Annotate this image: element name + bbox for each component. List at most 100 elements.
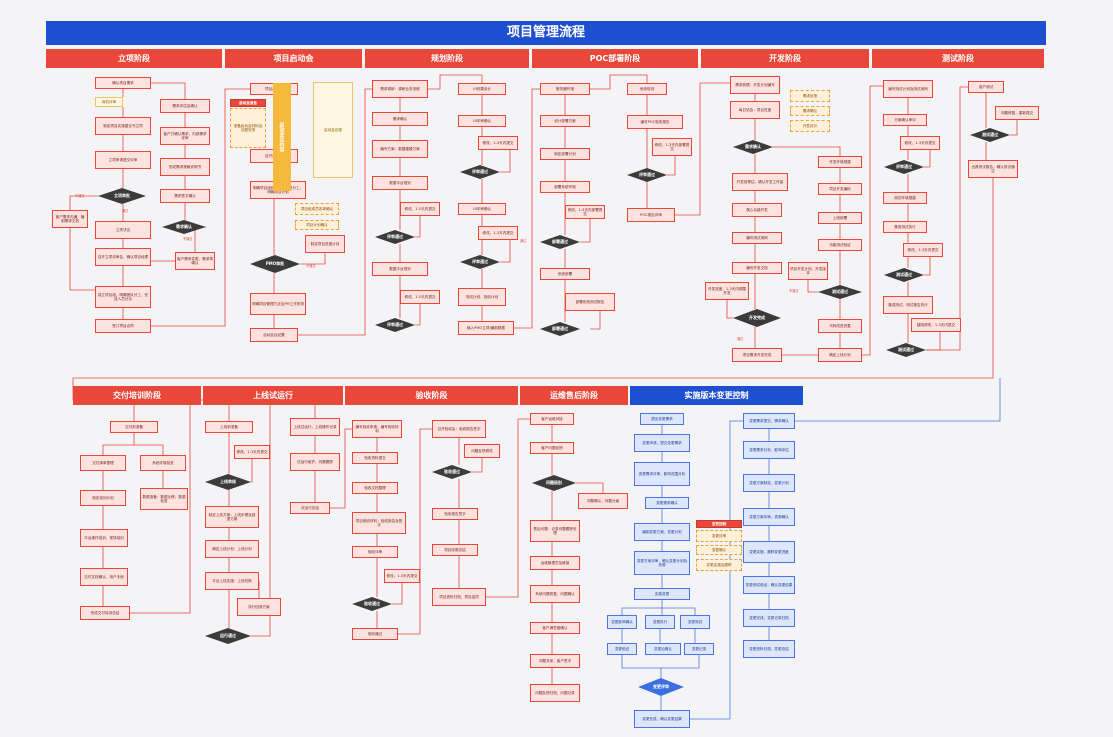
edge-label-5: 通过 xyxy=(520,239,527,243)
node-95: 试运行维护，问题跟踪 xyxy=(290,453,340,471)
edge-label-7: 通过 xyxy=(737,337,744,341)
node-2: 商机评审 xyxy=(95,97,123,107)
phase-header-7: 交付培训阶段 xyxy=(73,386,201,405)
node-92: 平台上线实施：上线切换 xyxy=(205,572,259,590)
node-24: 准备启动会材料及议程安排 xyxy=(230,108,266,148)
node-75: 集成测试，测试报告执行 xyxy=(883,296,933,314)
node-96: 试运行总结 xyxy=(290,502,330,514)
node-64: 上线部署 xyxy=(818,212,862,224)
node-79: 出具测试报告，确认测试通过 xyxy=(968,160,1018,178)
node-136: 变更需求提交，需求确认 xyxy=(743,413,795,429)
diamond-3: PMO审批 xyxy=(250,255,300,273)
node-127: 变更测试 xyxy=(680,615,710,629)
node-143: 变更资料归档，变更总结 xyxy=(743,640,795,658)
phase-header-6: 测试阶段 xyxy=(872,49,1044,68)
edge-label-6: 不通过 xyxy=(789,289,799,293)
node-27: 需求确认 xyxy=(372,112,428,126)
diamond-10: 评审通过 xyxy=(627,168,667,182)
node-68: 确定上线计划 xyxy=(818,348,862,362)
node-11: 客户方确认需求，内部需求评审 xyxy=(160,127,210,145)
node-86: 系统环境检查 xyxy=(140,455,186,471)
node-123: 变更方案评审，确认变更计划及资源 xyxy=(634,551,690,575)
node-105: 问题反馈修改 xyxy=(464,444,500,458)
node-74: 修改，1-3天内提交 xyxy=(903,243,943,257)
node-120: 变更需求评审，影响范围分析 xyxy=(634,462,690,486)
node-65: 功能测试验证 xyxy=(818,239,862,251)
phase-header-1: 立项阶段 xyxy=(46,49,222,68)
node-87: 数据准备：数据迁移，数据检查 xyxy=(140,488,188,510)
node-38: 测试计划、验收计划 xyxy=(458,288,506,306)
node-107: 项目收尾总结 xyxy=(432,544,478,556)
node-41: 设计部署方案 xyxy=(540,115,590,127)
node-141: 变更测试验证，确认变更结果 xyxy=(743,576,795,594)
node-46: 部署系统测试报告 xyxy=(565,293,615,311)
node-93: 执行回滚方案 xyxy=(237,598,281,616)
node-134: 变更确认 xyxy=(696,545,742,555)
node-108: 项目资料归档，项目结项 xyxy=(432,588,486,606)
node-62: 开发环境搭建 xyxy=(818,156,862,168)
node-111: 问题确认，问题分级 xyxy=(578,493,628,509)
node-126: 变更执行 xyxy=(645,615,675,629)
node-114: 系统问题修复，问题确认 xyxy=(530,585,580,603)
node-115: 客户满意度确认 xyxy=(530,622,580,634)
node-89: 修改，1-3天内提交 xyxy=(234,445,270,459)
node-60: 开发进度，1-3天内调整开发 xyxy=(705,282,749,300)
node-116: 问题关闭，客户签字 xyxy=(530,654,580,668)
node-133: 变更评审 xyxy=(696,530,742,542)
node-5: 立项决议 xyxy=(95,221,151,239)
node-125: 变更影响确认 xyxy=(607,615,637,629)
node-56: 开发前预估，确认开发工作量 xyxy=(732,173,788,191)
node-59: 编写开发文档 xyxy=(732,262,782,274)
node-121: 变更需求确认 xyxy=(645,497,689,509)
node-4: 立项申请提交评审 xyxy=(95,151,151,169)
node-100: 项目验收材料：验收报告及签字 xyxy=(352,512,406,534)
diamond-11: 需求确认 xyxy=(733,140,773,154)
node-43: 部署系统环境 xyxy=(540,181,590,193)
node-71: 修改，1-3天内提交 xyxy=(900,136,940,150)
edge-label-3: 不通过 xyxy=(183,237,193,241)
node-85: 完成交付培训总结 xyxy=(80,606,130,620)
node-58: 编写测试用例 xyxy=(732,232,782,244)
node-129: 变更后确认 xyxy=(645,643,681,655)
node-14: 客户需求变更，需求再确认 xyxy=(175,252,215,270)
edge-label-1: 不通过 xyxy=(75,194,85,198)
node-90: 制定上线方案：上线步骤及回退方案 xyxy=(205,506,259,528)
node-10: 需求评估及确认 xyxy=(160,99,210,113)
node-131: 变更完成，确认变更结果 xyxy=(634,710,690,728)
phase-header-4: POC部署阶段 xyxy=(532,49,698,68)
node-20: 制定项目进度计划 xyxy=(305,235,345,253)
node-119: 变更申请，提交变更需求 xyxy=(634,434,690,452)
node-109: 客户运维对接 xyxy=(530,413,574,425)
node-140: 变更实施，跟踪变更进度 xyxy=(743,541,795,563)
diamond-6: 评审通过 xyxy=(460,165,500,179)
node-33: UI效果设计 xyxy=(458,83,506,95)
node-91: 确定上线计划：上线计划 xyxy=(205,540,259,558)
diamond-8: 部署通过 xyxy=(540,235,580,249)
diamond-21: 验收通过 xyxy=(432,465,472,479)
node-99: 验收文档整理 xyxy=(352,482,398,494)
node-101: 验收评审 xyxy=(352,546,398,558)
diamond-18: 上线审核 xyxy=(205,474,251,490)
node-34: UI评审确认 xyxy=(458,115,506,127)
node-139: 变更方案评审，资源确认 xyxy=(743,508,795,526)
node-51: 需求梳理：开发计划编写 xyxy=(730,76,780,94)
diamond-16: 测试通过 xyxy=(886,343,926,357)
node-36: UI评审确认 xyxy=(458,203,506,215)
node-84: 交付文档确认，用户手册 xyxy=(80,568,128,586)
node-30: 修改、1-5天内提交 xyxy=(400,202,440,216)
phase-header-9: 验收阶段 xyxy=(345,386,518,405)
node-81: 交付清单整理 xyxy=(80,455,126,471)
node-13: 需求签字确认 xyxy=(160,189,210,203)
node-18: 项目组成员名单确认 xyxy=(295,203,339,215)
node-138: 变更方案制定，变更计划 xyxy=(743,474,795,492)
node-54: 需求确认 xyxy=(790,106,830,116)
diamond-2: 需求确认 xyxy=(162,220,206,234)
node-9: 客户需求沟通，编制需求文档 xyxy=(52,210,88,228)
node-72: 测试环境搭建 xyxy=(883,192,927,204)
diamond-12: 开发完成 xyxy=(733,309,781,327)
phase-header-3: 规划阶段 xyxy=(365,49,529,68)
node-113: 运维管理员及维保 xyxy=(530,556,580,570)
node-48: 编写POC验收报告 xyxy=(627,115,683,129)
node-31: 数据平台规划 xyxy=(372,262,428,276)
